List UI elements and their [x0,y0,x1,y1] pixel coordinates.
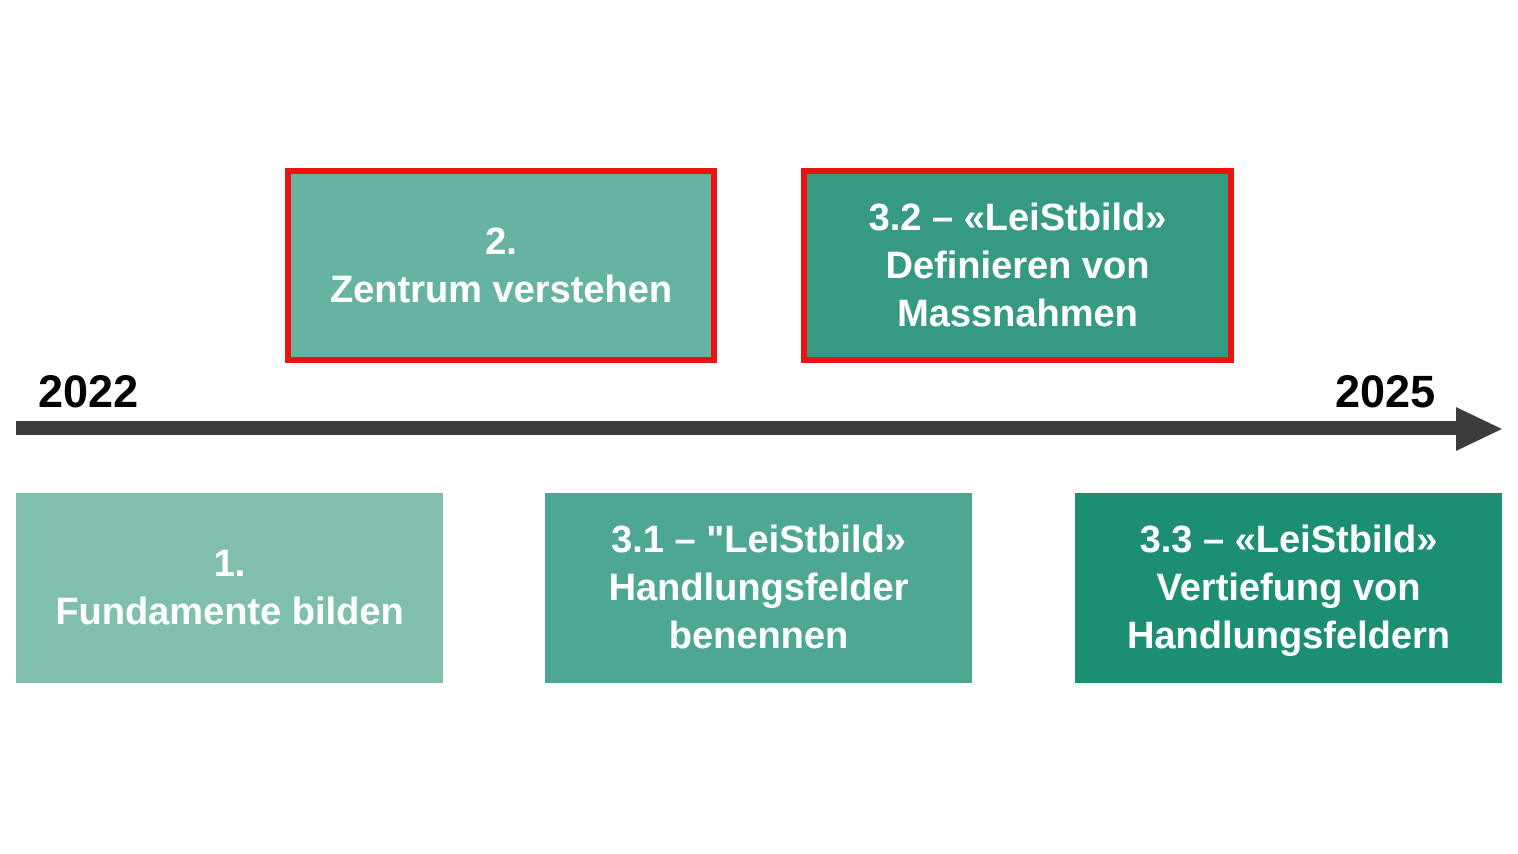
phase-3-2-title-line2: Massnahmen [897,292,1138,335]
phase-3-1-title-line2: benennen [668,615,849,657]
phase-3-2-heading: 3.2 – «LeiStbild» [868,196,1167,239]
phase-2-number: 2. [485,220,517,263]
phase-3-3-title-line2: Handlungsfeldern [1126,615,1451,657]
phase-3-1-title-line1: Handlungsfelder [608,567,909,609]
year-end-label: 2025 [1335,366,1436,417]
phase-3-2-title-line1: Definieren von [885,244,1150,287]
phase-3-3-box: 3.3 – «LeiStbild» Vertiefung von Handlun… [1075,493,1502,683]
phase-3-1-box: 3.1 – "LeiStbild» Handlungsfelder benenn… [545,493,972,683]
phase-3-3-title-line1: Vertiefung von [1156,567,1421,609]
year-start-label: 2022 [38,366,139,417]
phase-3-1-heading: 3.1 – "LeiStbild» [611,519,906,561]
phase-2-box: 2. Zentrum verstehen [285,168,717,363]
phase-3-3-heading: 3.3 – «LeiStbild» [1139,519,1438,561]
timeline-arrowhead [1456,407,1502,451]
phase-1-box: 1. Fundamente bilden [16,493,443,683]
phase-3-2-box: 3.2 – «LeiStbild» Definieren von Massnah… [801,168,1234,363]
phase-1-number: 1. [213,543,246,585]
phase-2-title: Zentrum verstehen [329,268,673,311]
phase-1-title: Fundamente bilden [55,591,404,633]
